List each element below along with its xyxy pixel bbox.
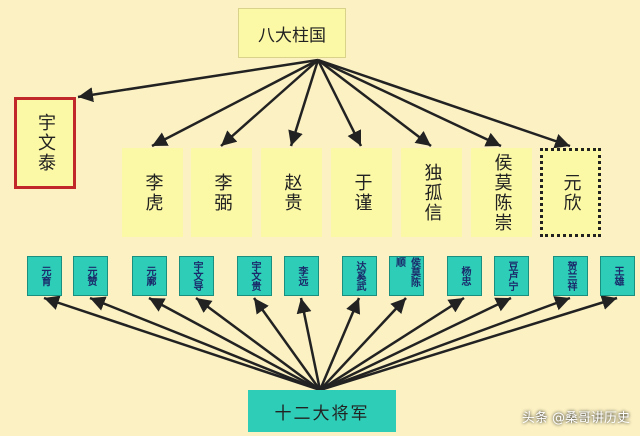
arrow-to-pillar [317, 58, 571, 149]
arrow-to-general [148, 296, 321, 392]
general-box: 宇文导 [179, 256, 214, 296]
arrow-to-general [195, 296, 321, 392]
general-box: 贺兰祥 [553, 256, 588, 296]
arrow-to-general [319, 296, 512, 392]
arrow-to-general [319, 296, 571, 392]
general-box: 豆卢宁 [494, 256, 529, 296]
general-box: 达奚武 [342, 256, 377, 296]
general-box: 杨忠 [447, 256, 482, 296]
general-box: 李远 [284, 256, 319, 296]
arrow-to-pillar [151, 58, 319, 148]
arrow-to-general [319, 296, 465, 392]
arrow-to-general [89, 296, 321, 392]
pillar-box: 李弼 [191, 148, 252, 237]
arrow-to-pillar [317, 58, 502, 148]
eight-pillars-title: 八大柱国 [238, 8, 346, 58]
arrow-to-general [319, 295, 618, 392]
general-box: 宇文贵 [237, 256, 272, 296]
watermark: 头条 @桑哥讲历史 [521, 411, 630, 426]
pillar-box: 于谨 [331, 148, 392, 237]
pillar-box: 赵贵 [261, 148, 322, 237]
general-box: 王雄 [600, 256, 635, 296]
arrow-to-general [319, 297, 407, 391]
arrow-to-general [296, 297, 322, 391]
twelve-generals-title: 十二大将军 [248, 390, 396, 432]
arrow-to-leader [77, 58, 319, 103]
pillar-box: 李虎 [122, 148, 183, 237]
arrow-to-pillar [316, 59, 363, 147]
arrow-to-general [252, 297, 322, 391]
leader-box: 宇文泰 [14, 97, 76, 189]
general-box: 元育 [27, 256, 62, 296]
pillar-box: 侯莫陈崇 [471, 148, 532, 237]
general-box: 侯莫陈顺 [389, 256, 424, 296]
general-box: 元廓 [132, 256, 167, 296]
arrow-to-pillar [317, 59, 432, 147]
general-box: 元赞 [73, 256, 108, 296]
arrow-to-general [43, 295, 321, 392]
arrow-to-general [318, 297, 361, 391]
pillar-box: 独孤信 [401, 148, 462, 237]
arrow-to-pillar [220, 59, 319, 147]
pillar-box: 元欣 [540, 148, 601, 237]
arrow-to-pillar [288, 59, 320, 147]
